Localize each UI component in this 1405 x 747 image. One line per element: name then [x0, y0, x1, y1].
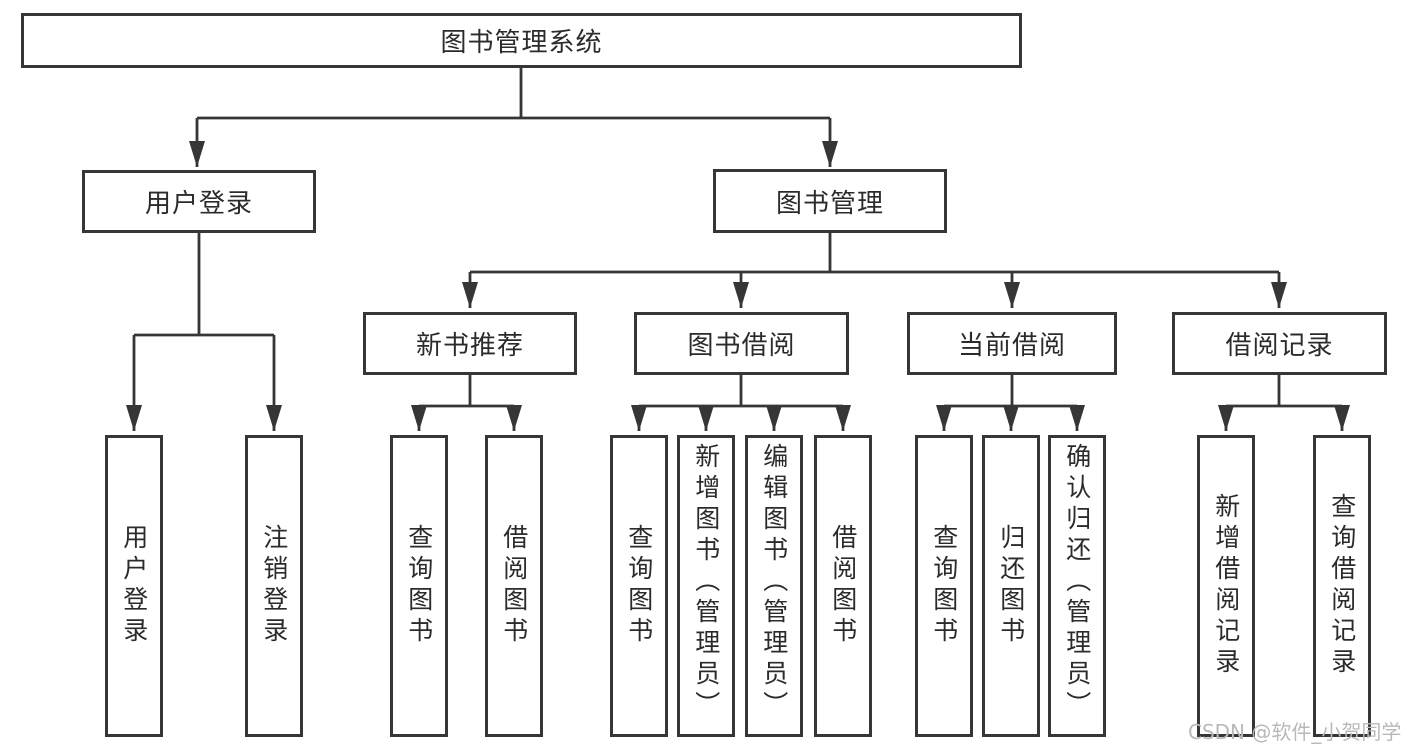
leaf-newrec-query-books-label: 查询图书 [404, 524, 434, 648]
node-borrow-record-label: 借阅记录 [1225, 331, 1334, 361]
leaf-user-login-label: 用户登录 [119, 524, 149, 648]
leaf-current-confirm-return-admin-label: 确认归还（管理员） [1062, 443, 1092, 722]
leaf-current-return-books: 归还图书 [982, 435, 1040, 737]
leaf-borrow-add-books-admin: 新增图书（管理员） [677, 435, 735, 737]
leaf-current-confirm-return-admin: 确认归还（管理员） [1048, 435, 1106, 737]
leaf-record-query-borrow-record-label: 查询借阅记录 [1327, 493, 1357, 679]
node-root-label: 图书管理系统 [440, 28, 603, 58]
leaf-newrec-borrow-books-label: 借阅图书 [499, 524, 529, 648]
node-user-login-label: 用户登录 [144, 189, 253, 219]
leaf-current-query-books: 查询图书 [915, 435, 973, 737]
leaf-borrow-borrow-books-label: 借阅图书 [828, 524, 858, 648]
node-borrow-record: 借阅记录 [1172, 312, 1387, 375]
node-root: 图书管理系统 [21, 13, 1022, 68]
node-book-borrow: 图书借阅 [634, 312, 849, 375]
leaf-record-add-borrow-record: 新增借阅记录 [1197, 435, 1255, 737]
leaf-borrow-query-books-label: 查询图书 [624, 524, 654, 648]
leaf-logout-login: 注销登录 [245, 435, 303, 737]
node-book-borrow-label: 图书借阅 [687, 331, 796, 361]
leaf-borrow-edit-books-admin: 编辑图书（管理员） [745, 435, 803, 737]
node-user-login: 用户登录 [82, 170, 316, 233]
leaf-user-login: 用户登录 [105, 435, 163, 737]
leaf-record-add-borrow-record-label: 新增借阅记录 [1211, 493, 1241, 679]
node-current-borrow-label: 当前借阅 [957, 331, 1066, 361]
leaf-borrow-edit-books-admin-label: 编辑图书（管理员） [759, 443, 789, 722]
leaf-borrow-add-books-admin-label: 新增图书（管理员） [691, 443, 721, 722]
node-new-book-recommend: 新书推荐 [363, 312, 577, 375]
leaf-current-query-books-label: 查询图书 [929, 524, 959, 648]
leaf-newrec-borrow-books: 借阅图书 [485, 435, 543, 737]
node-book-management-label: 图书管理 [775, 188, 884, 219]
leaf-record-query-borrow-record: 查询借阅记录 [1313, 435, 1371, 737]
leaf-current-return-books-label: 归还图书 [996, 524, 1026, 648]
leaf-newrec-query-books: 查询图书 [390, 435, 448, 737]
node-current-borrow: 当前借阅 [907, 312, 1117, 375]
csdn-watermark: CSDN @软件_小贺同学 [1188, 720, 1402, 744]
node-book-management: 图书管理 [713, 169, 947, 233]
node-new-book-recommend-label: 新书推荐 [415, 331, 524, 361]
leaf-borrow-query-books: 查询图书 [610, 435, 668, 737]
leaf-borrow-borrow-books: 借阅图书 [814, 435, 872, 737]
leaf-logout-login-label: 注销登录 [259, 524, 289, 648]
